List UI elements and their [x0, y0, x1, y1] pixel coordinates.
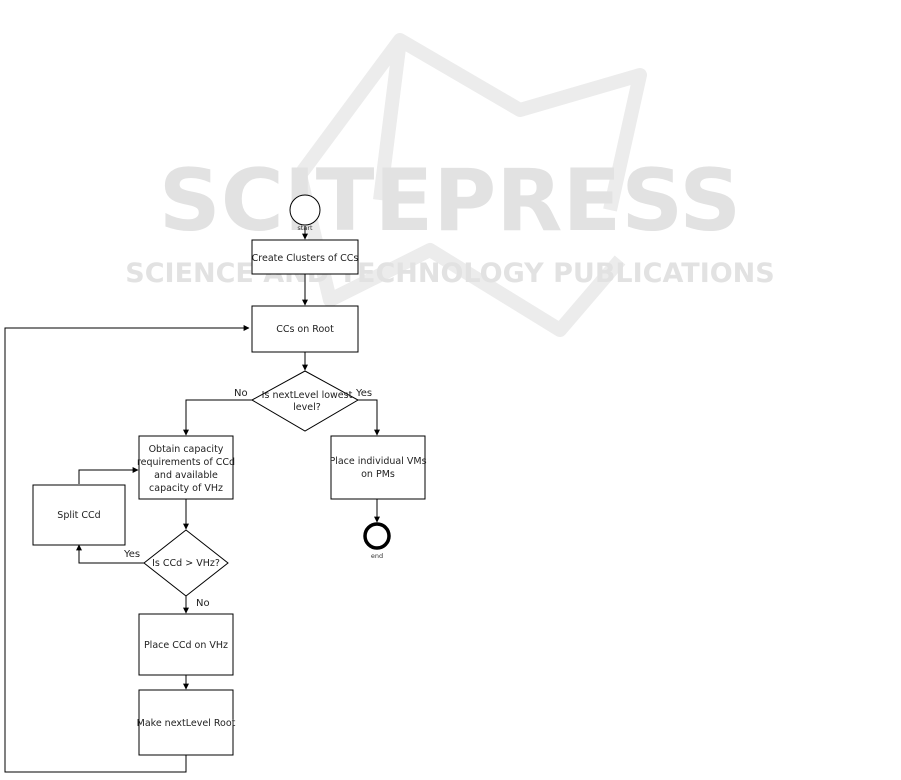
decision-ccd-text: Is CCd > VHz? [152, 558, 220, 569]
edge-decision-no [186, 400, 252, 435]
publisher-watermark: SCITEPRESS SCIENCE AND TECHNOLOGY PUBLIC… [125, 40, 774, 330]
watermark-main-text: SCITEPRESS [159, 151, 741, 251]
split-ccd-text: Split CCd [57, 510, 100, 521]
obtain-capacity-line-2: requirements of CCd [137, 457, 235, 468]
label-yes-split: Yes [123, 549, 140, 560]
end-label: end [371, 552, 383, 560]
decision-lowest-level [252, 371, 358, 431]
start-label: start [297, 224, 313, 232]
obtain-capacity-line-3: and available [154, 470, 218, 481]
create-clusters-text: Create Clusters of CCs [252, 253, 359, 264]
ccs-on-root-text: CCs on Root [276, 324, 334, 335]
label-no-left: No [234, 388, 248, 399]
place-individual-box [331, 436, 425, 499]
edge-split-to-obtain [79, 470, 138, 484]
start-node [290, 195, 320, 225]
end-node [365, 524, 389, 548]
place-ccd-text: Place CCd on VHz [144, 640, 228, 651]
obtain-capacity-line-4: capacity of VHz [149, 483, 223, 494]
edge-decision-yes [358, 400, 377, 435]
make-root-text: Make nextLevel Root [137, 718, 236, 729]
label-no-down: No [196, 598, 210, 609]
obtain-capacity-line-1: Obtain capacity [149, 444, 224, 455]
place-individual-line-1: Place individual VMs [329, 456, 426, 467]
label-yes-right: Yes [355, 388, 372, 399]
decision-lowest-line-1: Is nextLevel lowest [262, 390, 353, 401]
decision-lowest-line-2: level? [293, 402, 321, 413]
watermark-sub-text: SCIENCE AND TECHNOLOGY PUBLICATIONS [125, 258, 774, 289]
place-individual-line-2: on PMs [361, 469, 395, 480]
